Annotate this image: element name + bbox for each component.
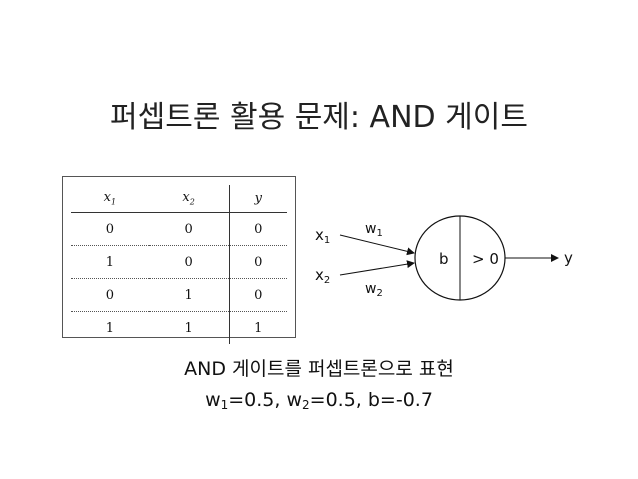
table-row: 1 0 0: [71, 245, 287, 279]
table-row: 0 0 0: [71, 212, 287, 246]
edge-x2-arrow: [339, 260, 415, 276]
edge-x1-arrow: [339, 234, 415, 256]
cell: 0: [148, 212, 229, 246]
cell: 1: [105, 320, 114, 336]
perceptron-diagram: x1 x2 w1 w2 b > 0 y: [310, 205, 590, 315]
cell: 1: [71, 245, 149, 279]
weight-w2-label: w2: [365, 281, 383, 299]
weight-w1-label: w1: [365, 221, 383, 239]
cell: 0: [71, 278, 149, 312]
cell: 1: [148, 278, 229, 312]
perceptron-svg: x1 x2 w1 w2 b > 0 y: [315, 215, 573, 301]
caption-line-2: w1=0.5, w2=0.5, b=-0.7: [205, 389, 433, 412]
table-row: 0 1 0: [71, 278, 287, 312]
truth-table-grid: x1 x2 y 0 0 0 1 0 0 0 1: [71, 185, 287, 344]
table-header-row: x1 x2 y: [71, 185, 287, 213]
header-x2: x2: [148, 185, 229, 213]
cell: 0: [228, 278, 287, 312]
threshold-label: > 0: [472, 250, 499, 268]
input-x2-label: x2: [315, 266, 330, 286]
bias-label: b: [439, 250, 449, 268]
slide-title: 퍼셉트론 활용 문제: AND 게이트: [110, 100, 528, 135]
table-row: 1 1 1: [71, 311, 287, 344]
cell: 0: [228, 245, 287, 279]
cell: 0: [148, 245, 229, 279]
output-y-label: y: [564, 249, 573, 267]
header-x1: x1: [71, 185, 149, 213]
truth-table: x1 x2 y 0 0 0 1 0 0 0 1: [62, 176, 296, 344]
cell: 1: [228, 311, 287, 344]
input-x1-label: x1: [315, 226, 330, 246]
caption-line-1: AND 게이트를 퍼셉트론으로 표현: [184, 358, 454, 380]
cell: 0: [71, 212, 149, 246]
cell: 1: [184, 320, 193, 336]
cell: 0: [228, 212, 287, 246]
header-y: y: [228, 185, 287, 213]
